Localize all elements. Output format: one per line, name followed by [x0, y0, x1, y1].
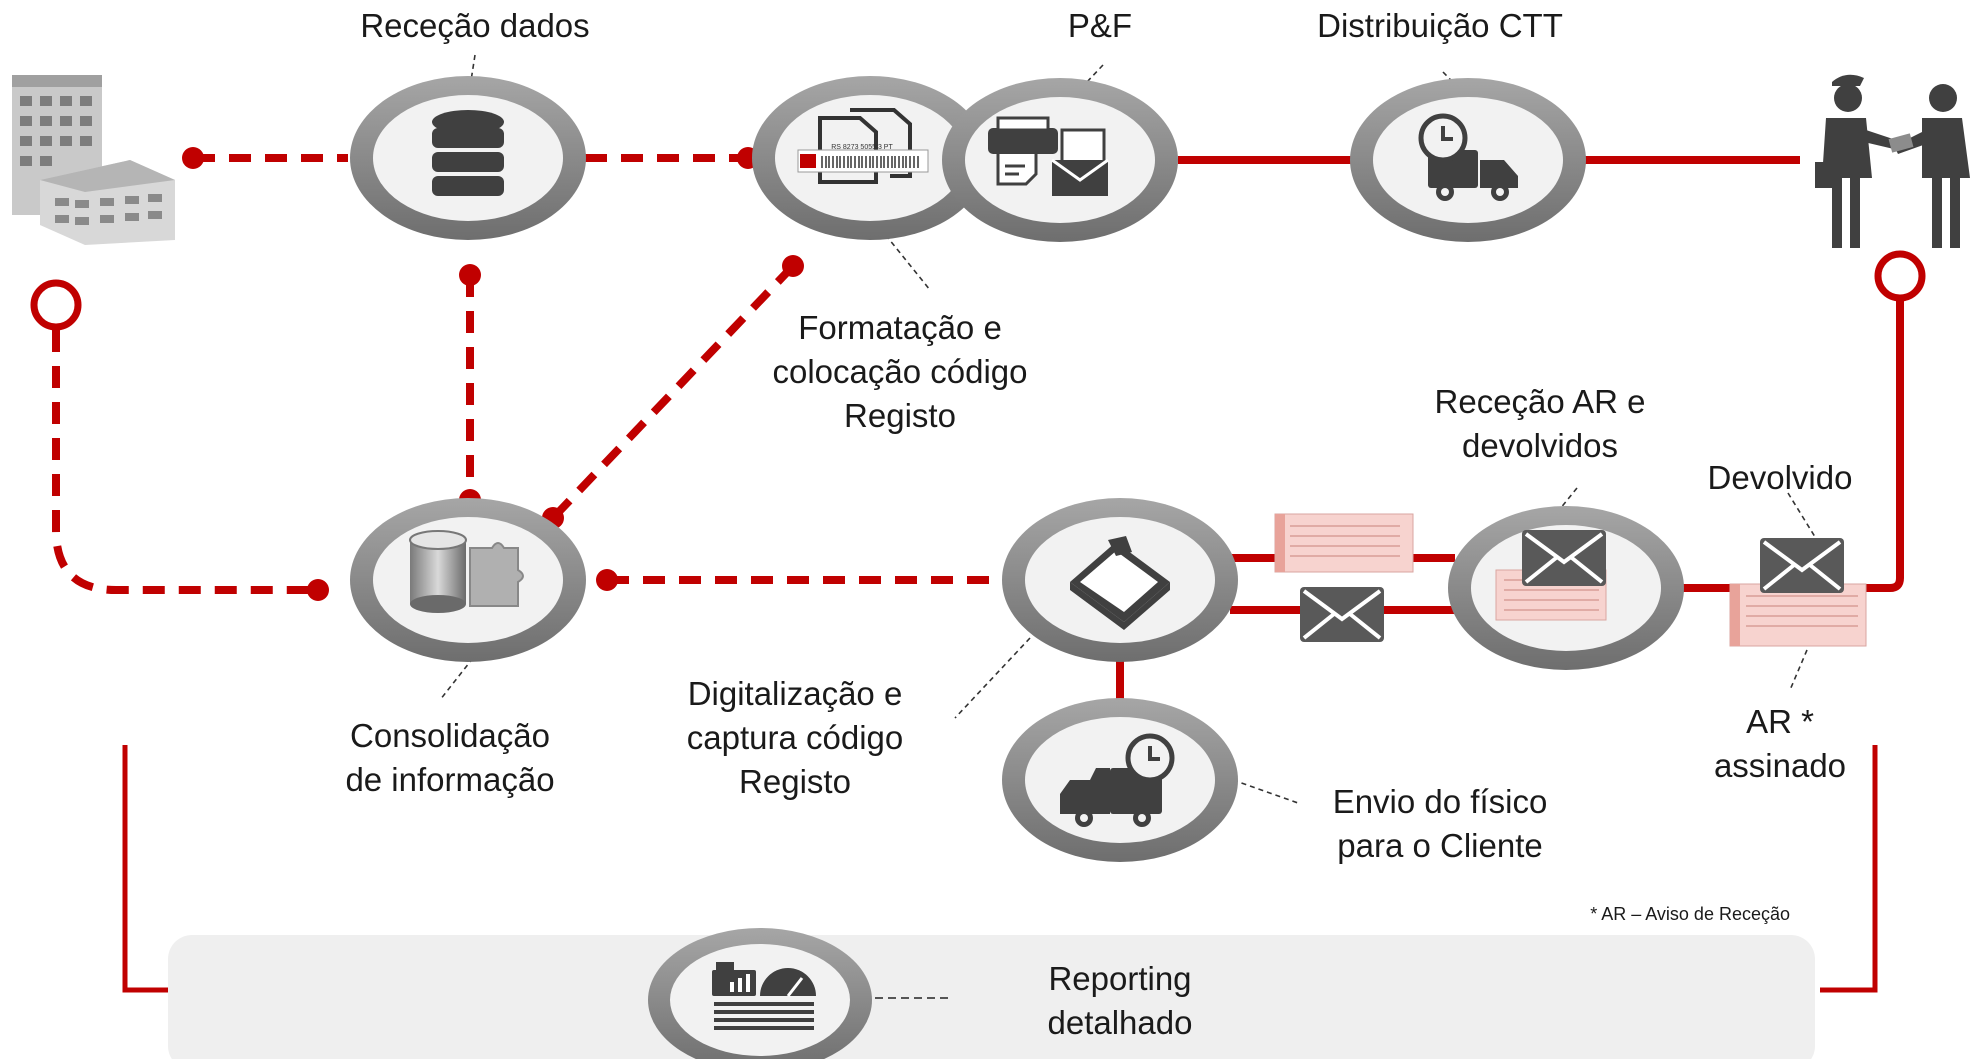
dot-formatacao-down [782, 255, 804, 277]
label-devolvido: Devolvido [1707, 459, 1853, 496]
label-rececao-dados: Receção dados [360, 7, 590, 44]
label-formatacao: Formatação e colocação código Registo [740, 306, 1060, 438]
ring-left [30, 279, 82, 331]
scanner-icon [1070, 536, 1170, 630]
label-digitalizacao-line2: captura código [686, 719, 904, 756]
database-puzzle-icon [409, 530, 524, 613]
label-distribuicao: Distribuição CTT [1317, 7, 1563, 44]
building-icon [12, 75, 175, 245]
node-formatacao: RS 8273 5055 3 PT [752, 76, 988, 240]
label-envio-line2: para o Cliente [1337, 827, 1543, 864]
dot-rececao-down [459, 264, 481, 286]
delivery-truck-clock-icon [1060, 733, 1175, 827]
label-pf: P&F [1067, 7, 1133, 44]
node-distribuicao [1350, 78, 1586, 242]
node-consolidacao [350, 498, 586, 662]
barcode-text: RS 8273 5055 3 PT [831, 144, 893, 151]
envelope-icon-small [1300, 587, 1384, 642]
connectors [52, 154, 1904, 993]
label-digitalizacao: Digitalização e captura código Registo [650, 672, 940, 804]
dot-consolidacao-right [596, 569, 618, 591]
dot-consolidacao-left [307, 579, 329, 601]
printer-envelope-icon [988, 116, 1109, 196]
label-formatacao-line2: colocação código [772, 353, 1028, 390]
label-formatacao-line3: Registo [844, 397, 956, 434]
label-envio: Envio do físico para o Cliente [1290, 780, 1590, 868]
node-digitalizacao [1002, 498, 1238, 662]
node-reporting [648, 928, 872, 1059]
node-rececao-ar [1448, 506, 1684, 670]
node-envio [1002, 698, 1238, 862]
line-reporting-right [1820, 745, 1878, 993]
label-reporting: Reporting detalhado [980, 957, 1260, 1045]
envelope-icon [1522, 530, 1606, 586]
label-reporting-line1: Reporting [1048, 960, 1192, 997]
report-gauge-icon [712, 962, 816, 1030]
label-consolidacao-line1: Consolidação [350, 717, 550, 754]
label-ar-assinado: AR * assinado [1680, 700, 1880, 788]
dash-formatacao-consolidacao [550, 263, 796, 521]
label-digitalizacao-line1: Digitalização e [687, 675, 903, 712]
connector-ends [30, 147, 1926, 601]
footnote: * AR – Aviso de Receção [1590, 904, 1790, 924]
label-digitalizacao-line3: Registo [739, 763, 851, 800]
label-reporting-line2: detalhado [1047, 1004, 1193, 1041]
line-reporting-left [122, 745, 175, 993]
label-ar-assinado-line1: AR * [1746, 703, 1814, 740]
label-rececao-ar-line1: Receção AR e [1434, 383, 1646, 420]
reporting-panel [168, 935, 1815, 1059]
ring-right [1874, 250, 1926, 302]
dot-building [182, 147, 204, 169]
label-consolidacao: Consolidação de informação [300, 714, 600, 802]
label-rececao-ar-line2: devolvidos [1462, 427, 1618, 464]
database-icon [432, 110, 504, 196]
label-formatacao-line1: Formatação e [798, 309, 1002, 346]
label-ar-assinado-line2: assinado [1713, 747, 1847, 784]
label-consolidacao-line2: de informação [345, 761, 555, 798]
node-rececao-dados [350, 76, 586, 240]
delivery-truck-clock-icon [1418, 113, 1518, 201]
label-envio-line1: Envio do físico [1332, 783, 1548, 820]
line-ar-devolvido [1678, 300, 1904, 592]
envelope-icon-devolvido [1760, 538, 1844, 593]
courier-handover-icon [1815, 74, 1970, 248]
dash-left-loop [52, 330, 318, 594]
node-pf [942, 78, 1178, 242]
label-rececao-ar: Receção AR e devolvidos [1390, 380, 1690, 468]
